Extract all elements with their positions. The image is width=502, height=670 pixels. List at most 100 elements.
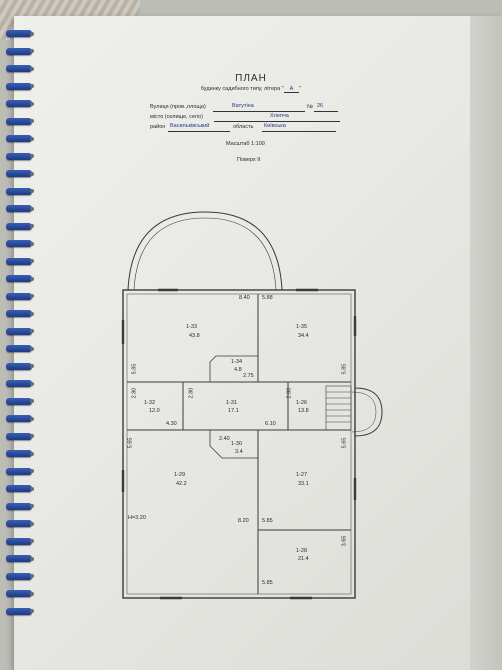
room-1-27-id: 1-27 (296, 472, 308, 478)
dim-5-85-left: 5.85 (131, 363, 138, 375)
dim-4-30: 4.30 (166, 421, 177, 427)
punch-hole (30, 206, 34, 211)
binding-coil (6, 415, 32, 422)
region-underline (262, 131, 336, 132)
binding-coil (6, 135, 32, 142)
punch-hole (30, 504, 34, 508)
punch-hole (30, 276, 34, 281)
binding-coil (6, 310, 32, 317)
dim-2-80-right: 2.80 (286, 387, 293, 399)
punch-hole (30, 364, 34, 368)
room-1-29-area: 42.2 (176, 481, 187, 487)
binding-coil (6, 47, 32, 55)
floor-text: Поверх II (237, 157, 261, 163)
document-title: ПЛАН (235, 73, 267, 84)
punch-hole (30, 84, 34, 88)
document-subtitle: будинку садибного типу, літера "А" (0, 86, 502, 93)
number-label: № (307, 104, 313, 110)
right-bay-wall (354, 387, 383, 437)
dim-8-20: 8.20 (238, 518, 249, 524)
binding-coil (6, 187, 32, 195)
punch-hole (30, 329, 34, 333)
room-1-33-area: 43.8 (189, 333, 200, 339)
room-1-30-area: 3.4 (235, 449, 243, 455)
punch-hole (30, 189, 34, 193)
city-label: місто (селище, село) (150, 114, 203, 120)
binding-coil (6, 397, 32, 405)
street-underline (213, 111, 305, 112)
number-underline (314, 111, 338, 112)
punch-hole (30, 101, 34, 106)
region-value: Київська (264, 123, 286, 129)
city-underline (214, 121, 340, 122)
binding-coil (6, 152, 32, 160)
binding-coil (6, 292, 32, 300)
subtitle-suffix: " (299, 86, 302, 92)
dim-3-65: 3.65 (341, 535, 348, 547)
room-1-34-id: 1-34 (231, 359, 243, 365)
binding-coil (6, 572, 32, 580)
outer-wall-inner (126, 293, 352, 595)
number-value: 26 (317, 103, 324, 109)
binding-coil (6, 222, 32, 230)
windows (121, 288, 357, 600)
sheet-edge-shadow (470, 16, 502, 670)
binding-coil (6, 170, 32, 177)
room-1-33-id: 1-33 (186, 324, 198, 330)
punch-hole (30, 31, 34, 36)
room-1-32-area: 12.0 (149, 408, 160, 414)
punch-hole (30, 416, 34, 421)
punch-hole (30, 119, 34, 123)
dim-2-40: 2.40 (219, 436, 230, 442)
scale-text: Масштаб 1:100 (226, 141, 265, 147)
binding-coil (6, 240, 32, 247)
punch-hole (30, 609, 34, 613)
room-1-34-area: 4.8 (234, 367, 242, 373)
city-value: Хлепча (270, 113, 289, 119)
arch-inner-wall (133, 217, 277, 291)
punch-hole (30, 399, 34, 403)
dim-8-40: 8.40 (239, 295, 250, 301)
binding-coil (6, 590, 32, 597)
punch-hole (30, 539, 34, 543)
room-1-28-area: 21.4 (298, 556, 309, 562)
binding-coil (6, 275, 32, 282)
binding-coil (6, 30, 32, 37)
dim-5-85-base: 5.85 (262, 580, 273, 586)
binding-coil (6, 467, 32, 475)
subtitle-prefix: будинку садибного типу, літера " (200, 86, 284, 92)
arch-outer-wall (127, 211, 283, 291)
binding-coil (6, 100, 32, 107)
binding-coil (6, 485, 32, 492)
binding-coil (6, 345, 32, 352)
punch-hole (30, 556, 34, 561)
punch-hole (30, 486, 34, 491)
room-1-28-id: 1-28 (296, 548, 308, 554)
binding-coil (6, 520, 32, 527)
room-1-31-id: 1-31 (226, 400, 238, 406)
room-height: H=3.20 (128, 515, 146, 521)
punch-hole (30, 591, 34, 596)
punch-hole (30, 311, 34, 316)
room-1-35-id: 1-35 (296, 324, 308, 330)
binding-coil (6, 432, 32, 440)
punch-hole (30, 136, 34, 141)
street-value: Ватутіна (232, 103, 254, 109)
binding-coil (6, 450, 32, 457)
punch-hole (30, 49, 34, 53)
dim-2-80-center: 2.80 (188, 387, 195, 399)
outer-wall (122, 289, 356, 599)
punch-hole (30, 294, 34, 298)
room-1-35-area: 34.4 (298, 333, 309, 339)
binding-coil (6, 537, 32, 545)
room-1-27-area: 33.1 (298, 481, 309, 487)
region-label: область (233, 124, 254, 130)
punch-hole (30, 381, 34, 386)
binding-coil (6, 362, 32, 370)
dim-2-80-left: 2.80 (131, 387, 138, 399)
stairs (325, 385, 352, 431)
room-1-30-id: 1-30 (231, 441, 243, 447)
street-label: Вулиця (пров.,площа) (150, 104, 206, 110)
punch-hole (30, 469, 34, 473)
